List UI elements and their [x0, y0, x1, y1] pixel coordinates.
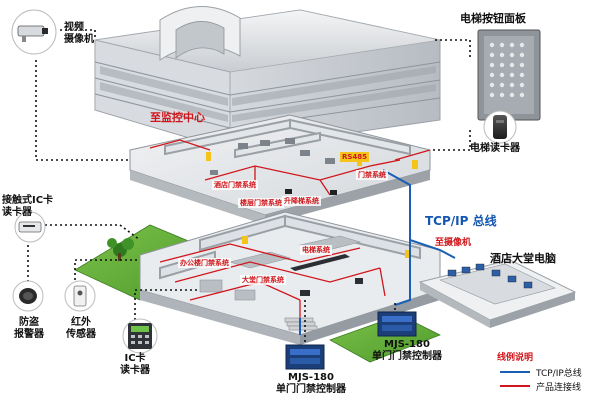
elevator-card-reader-icon — [483, 110, 517, 144]
legend-swatches — [500, 371, 530, 387]
plate-hotel-door: 酒店门禁系统 — [212, 180, 258, 190]
video-camera-icon — [11, 9, 57, 55]
lobby-pc-label: 酒店大堂电脑 — [490, 252, 556, 265]
plate-elevator-sys: 电梯系统 — [300, 245, 332, 255]
tcpip-bus-label: TCP/IP 总线 — [425, 214, 497, 228]
ir-sensor-label: 红外传感器 — [66, 317, 96, 340]
ic-card-reader-icon — [122, 318, 158, 354]
lobby-computer-desk — [418, 259, 577, 328]
contact-reader-label: 接触式IC卡读卡器 — [2, 195, 54, 218]
elevator-reader-label: 电梯读卡器 — [470, 143, 520, 154]
to-camera-label: 至摄像机 — [435, 238, 472, 248]
elevator-button-panel-icon — [477, 29, 541, 121]
plate-floor-door: 楼层门禁系统 — [238, 198, 284, 208]
contact-card-reader-icon — [14, 211, 46, 243]
legend-item-tcpip: TCP/IP总线 — [536, 369, 582, 379]
plate-office-door: 办公楼门禁系统 — [178, 258, 231, 268]
elevator-panel-label: 电梯按钮面板 — [460, 12, 526, 25]
monitor-center-label: 至监控中心 — [150, 111, 205, 124]
building-ground-floor — [74, 211, 441, 363]
building-top-floors — [94, 6, 441, 151]
plate-lift: 升降梯系统 — [282, 196, 321, 206]
legend-title: 线例说明 — [497, 353, 534, 363]
controller-right-icon — [377, 311, 417, 337]
ic-reader-label: IC卡读卡器 — [120, 353, 150, 376]
legend-item-product: 产品连接线 — [536, 383, 582, 393]
plate-lobby-door: 大堂门禁系统 — [240, 275, 286, 285]
tcpip-bus-line — [299, 169, 456, 335]
plate-rs485: RS485 — [340, 152, 370, 162]
infrared-sensor-icon — [64, 280, 96, 312]
alarm-siren-icon — [12, 280, 44, 312]
video-camera-label: 视频摄像机 — [64, 22, 94, 45]
building-middle-floor — [129, 114, 431, 225]
tree-icon — [107, 238, 134, 261]
plate-access-system: 门禁系统 — [356, 170, 388, 180]
alarm-label: 防盗报警器 — [14, 317, 44, 340]
controller-left-icon — [285, 344, 325, 370]
